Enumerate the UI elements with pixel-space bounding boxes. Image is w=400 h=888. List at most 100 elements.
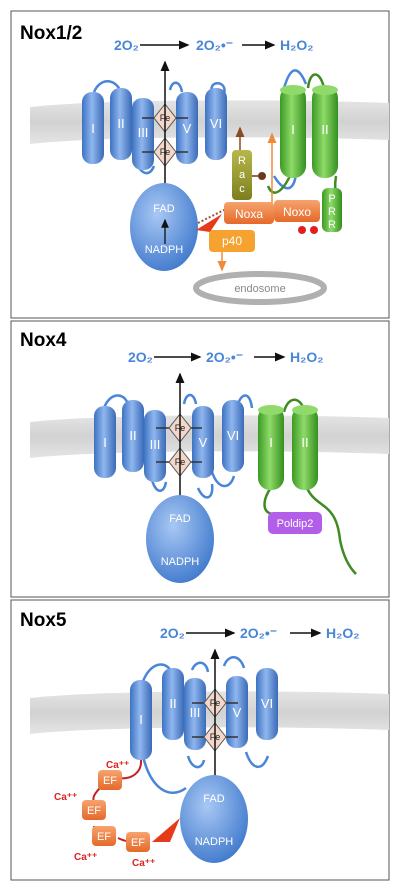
poldip2-protein: Poldip2 bbox=[268, 512, 322, 534]
helix bbox=[258, 406, 284, 490]
product-label: H₂O₂ bbox=[280, 37, 313, 53]
membrane bbox=[30, 691, 389, 734]
helix-label: I bbox=[139, 712, 143, 727]
ef-hand bbox=[92, 826, 116, 846]
p40-protein: p40 bbox=[209, 230, 255, 272]
helix-label: V bbox=[183, 121, 192, 136]
prr-domain: P R R bbox=[322, 188, 342, 232]
ef-hand bbox=[98, 770, 122, 790]
poldip2-label: Poldip2 bbox=[277, 518, 314, 530]
calcium-label: Ca⁺⁺ bbox=[54, 792, 77, 803]
ef-hand-domains: EF EF EF EF bbox=[82, 770, 180, 852]
reactant-label: 2O₂ bbox=[114, 37, 139, 53]
partner-helices: I II bbox=[258, 398, 357, 575]
helix-label: VI bbox=[227, 428, 239, 443]
helix-label: III bbox=[138, 125, 149, 140]
nadph-label: NADPH bbox=[161, 556, 200, 568]
prr-letter: R bbox=[328, 219, 336, 231]
helix-label: V bbox=[199, 435, 208, 450]
helix bbox=[122, 400, 144, 472]
prr-letter: R bbox=[328, 206, 336, 218]
helix bbox=[256, 668, 278, 740]
panel-nox4: Nox4 2O₂ 2O₂•⁻ H₂O₂ I II III V bbox=[10, 320, 390, 598]
calcium-label: Ca⁺⁺ bbox=[106, 760, 129, 771]
reaction: 2O₂ 2O₂•⁻ H₂O₂ bbox=[160, 625, 359, 641]
rac-protein: R a c bbox=[232, 126, 266, 200]
noxa-noxo: Noxa Noxo bbox=[195, 132, 320, 234]
calcium-label: Ca⁺⁺ bbox=[74, 852, 97, 863]
helix bbox=[292, 406, 318, 490]
calcium-label: Ca⁺⁺ bbox=[132, 858, 155, 869]
helix bbox=[280, 86, 306, 178]
nox-helices: I II III V VI bbox=[130, 668, 278, 760]
endosome: endosome bbox=[193, 271, 327, 305]
helix-label: II bbox=[169, 696, 176, 711]
panel-nox1-2: Nox1/2 2O₂ 2O₂•⁻ H₂O₂ I II III bbox=[10, 10, 390, 319]
helix-label: II bbox=[117, 116, 124, 131]
helix-label: I bbox=[91, 121, 95, 136]
helix-label: VI bbox=[210, 116, 222, 131]
helix bbox=[226, 676, 248, 748]
activation-bolt bbox=[152, 818, 180, 842]
superoxide-label: 2O₂•⁻ bbox=[206, 349, 243, 365]
nadph-label: NADPH bbox=[195, 836, 234, 848]
helix bbox=[176, 92, 198, 164]
fad-label: FAD bbox=[153, 203, 174, 215]
fad-label: FAD bbox=[203, 793, 224, 805]
ef-label: EF bbox=[97, 831, 111, 843]
superoxide-label: 2O₂•⁻ bbox=[240, 625, 277, 641]
helix bbox=[222, 400, 244, 472]
panel-title: Nox1/2 bbox=[20, 23, 82, 44]
helix-label: I bbox=[103, 435, 107, 450]
helix-label: VI bbox=[261, 696, 273, 711]
prr-letter: P bbox=[328, 193, 335, 205]
noxa-label: Noxa bbox=[235, 207, 263, 221]
helix bbox=[162, 668, 184, 740]
reactant-label: 2O₂ bbox=[160, 625, 185, 641]
helix-label: I bbox=[291, 122, 295, 137]
noxo-box bbox=[274, 200, 320, 222]
reaction: 2O₂ 2O₂•⁻ H₂O₂ bbox=[128, 349, 323, 365]
helix-label: II bbox=[129, 428, 136, 443]
calcium-ions: Ca⁺⁺ Ca⁺⁺ Ca⁺⁺ Ca⁺⁺ bbox=[54, 760, 155, 869]
ef-label: EF bbox=[103, 775, 117, 787]
svg-text:R: R bbox=[238, 155, 246, 167]
helix-loops bbox=[102, 393, 254, 499]
svg-text:a: a bbox=[239, 169, 246, 181]
lipid-anchor bbox=[258, 172, 266, 180]
ef-linker bbox=[92, 759, 143, 842]
noxa-box bbox=[224, 202, 274, 224]
helix bbox=[130, 680, 152, 760]
helix-label: III bbox=[190, 705, 201, 720]
fad-nadph-domain bbox=[180, 775, 248, 863]
helix bbox=[192, 406, 214, 478]
endosome-label: endosome bbox=[234, 283, 285, 295]
panel-title: Nox4 bbox=[20, 330, 67, 351]
partner-helices: I II bbox=[266, 73, 339, 222]
phosphate-dot bbox=[310, 226, 318, 234]
activation-link bbox=[195, 205, 233, 225]
noxo-label: Noxo bbox=[283, 205, 311, 219]
helix bbox=[110, 88, 132, 160]
helix-label: I bbox=[269, 435, 273, 450]
ef-hand bbox=[126, 832, 150, 852]
fad-nadph-domain bbox=[130, 183, 198, 271]
ef-label: EF bbox=[87, 805, 101, 817]
helix bbox=[312, 86, 338, 178]
product-label: H₂O₂ bbox=[290, 349, 323, 365]
helix-label: V bbox=[233, 705, 242, 720]
superoxide-label: 2O₂•⁻ bbox=[196, 37, 233, 53]
phosphate-dot bbox=[298, 226, 306, 234]
panel-title: Nox5 bbox=[20, 610, 67, 631]
fad-label: FAD bbox=[169, 513, 190, 525]
product-label: H₂O₂ bbox=[326, 625, 359, 641]
reactant-label: 2O₂ bbox=[128, 349, 153, 365]
helix bbox=[205, 88, 227, 160]
ef-label: EF bbox=[131, 837, 145, 849]
helix-label: II bbox=[301, 435, 308, 450]
helix bbox=[94, 406, 116, 478]
helix-label: II bbox=[321, 122, 328, 137]
activation-bolt bbox=[196, 214, 222, 232]
helix-label: III bbox=[150, 437, 161, 452]
